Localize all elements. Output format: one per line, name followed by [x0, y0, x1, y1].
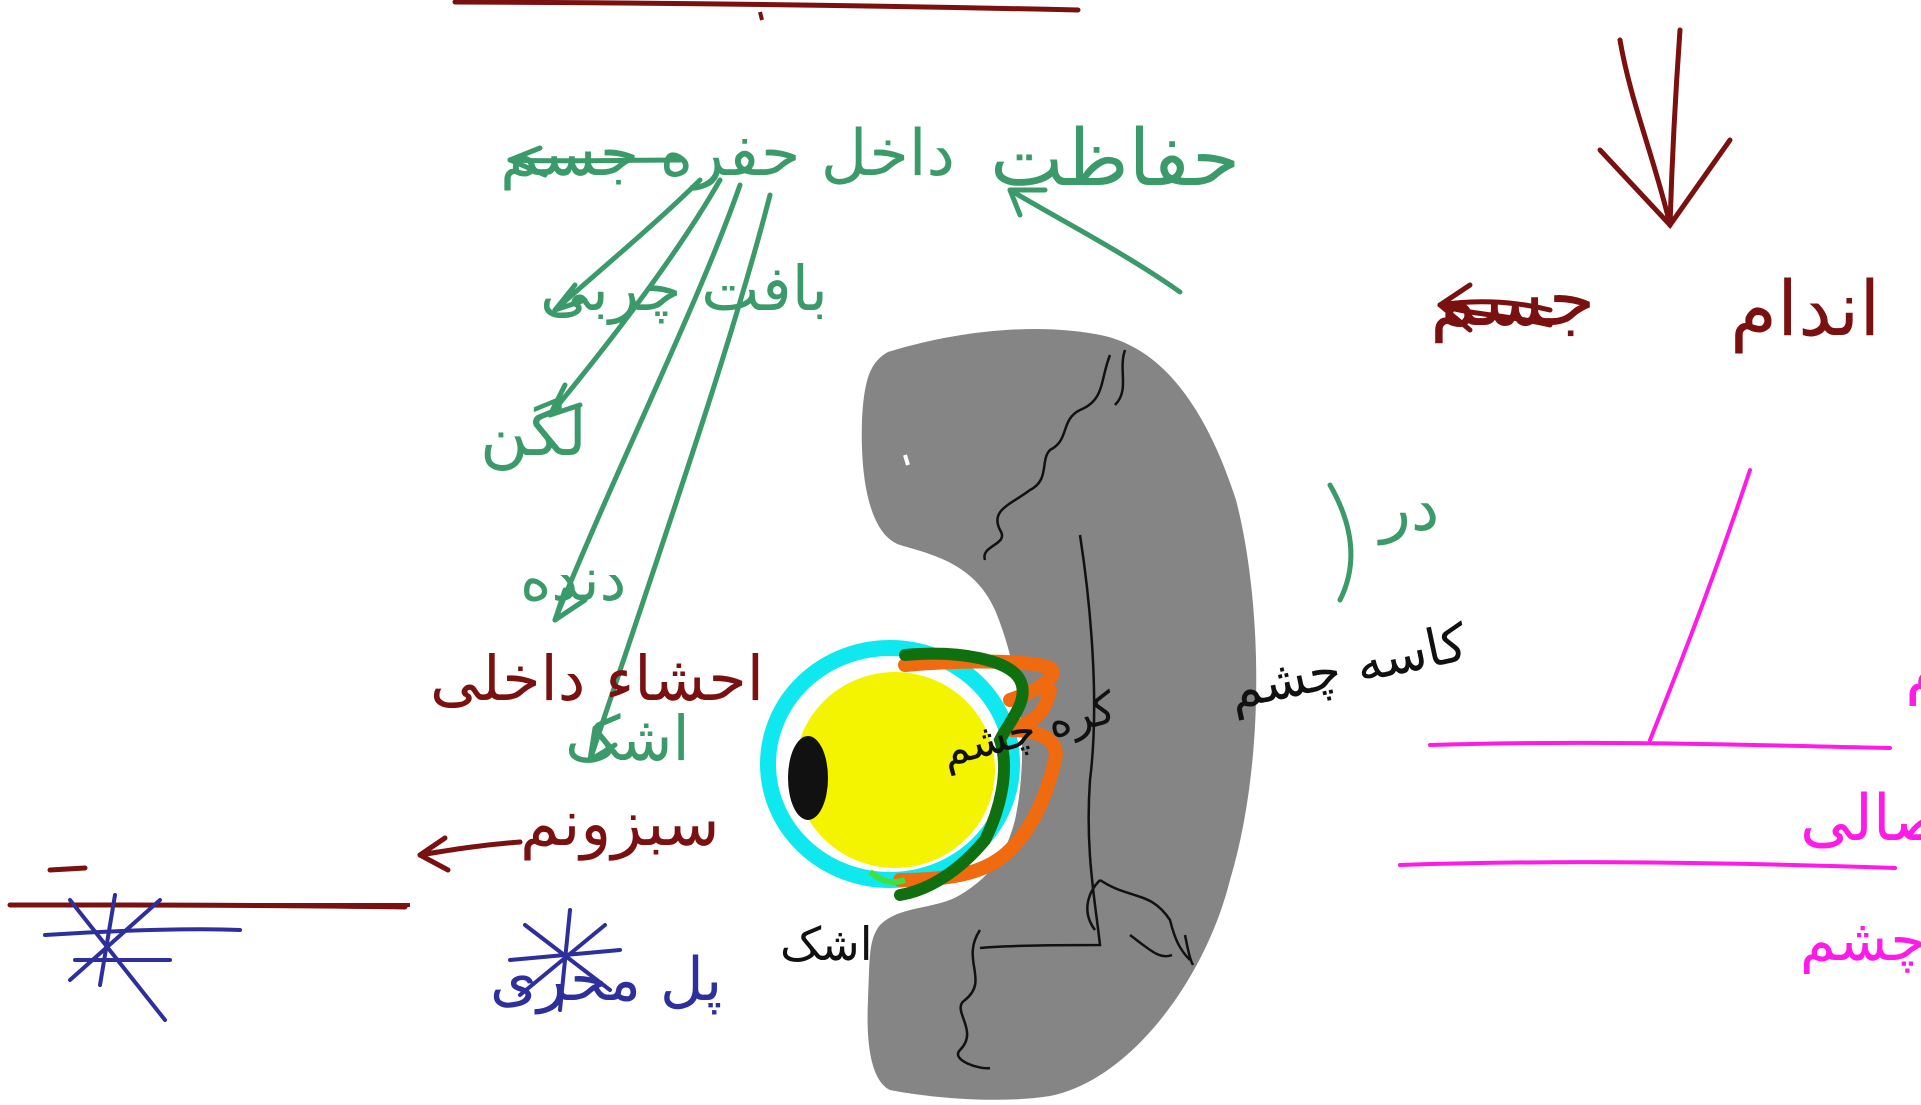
crossed-star-icon: [43, 893, 242, 1022]
label-hefazat: حفاظت: [990, 114, 1240, 204]
label-mahiche: ماهیچه اتصالی: [1800, 782, 1921, 856]
label-dande: دنده: [520, 545, 626, 615]
label-ahsha: احشاء داخلی: [430, 642, 764, 715]
label-ashk: اشک: [565, 702, 690, 775]
label-dar: در: [1377, 472, 1439, 546]
label-sbzvnim: سبزونم: [520, 787, 720, 861]
green-arrows: [507, 145, 1354, 763]
label-bar-moharri: پل محری: [490, 945, 722, 1015]
label-andam: اندام: [1730, 264, 1880, 353]
top-stroke: [452, 0, 1081, 13]
label-jesm: جسم: [1430, 254, 1595, 343]
magenta-lines: [1398, 468, 1897, 870]
green-muscle: [894, 647, 1029, 901]
label-kaseh: کاسه چشم: [1223, 613, 1472, 722]
orbit-socket: [861, 329, 1257, 1100]
asterisk-icon: [508, 908, 622, 1012]
label-dakhel-hefre: داخل حفره جسم: [500, 117, 955, 191]
label-motasel: متصل به کره چشم: [1800, 906, 1921, 975]
down-arrow-icon: [1617, 37, 1673, 228]
label-bafte-charbi: بافت چربی: [540, 252, 828, 325]
label-lgl: لگن: [480, 394, 587, 471]
eyeball: [760, 640, 1063, 901]
label-harekat: حرکت کره چشم: [1905, 629, 1921, 706]
navy-icons: [43, 893, 622, 1022]
top-tick: [758, 11, 764, 21]
orange-muscle: [893, 654, 1063, 887]
label-ashk2: اشک: [780, 917, 873, 971]
